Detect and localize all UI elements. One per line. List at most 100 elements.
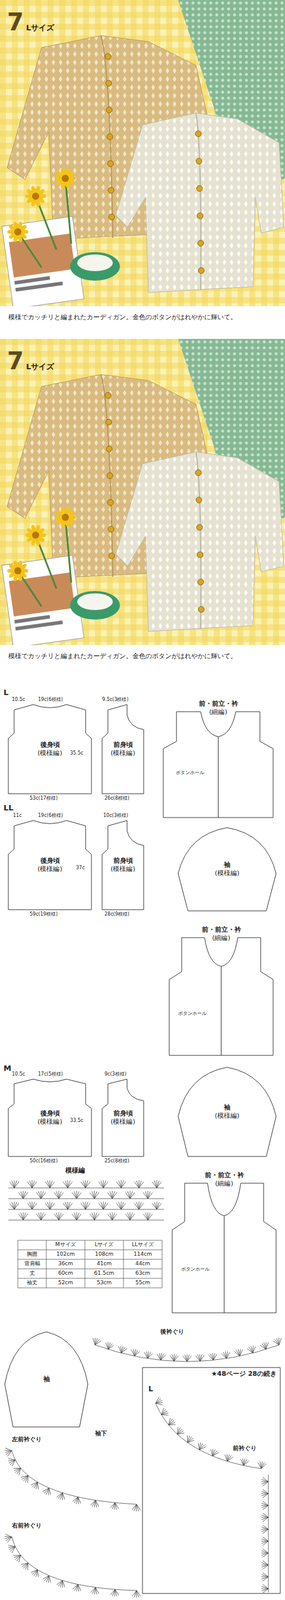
photo-part <box>115 451 284 631</box>
photo-part <box>0 338 285 670</box>
dimension-label: L <box>3 687 9 697</box>
piece-name: 後身頃 <box>40 739 60 749</box>
dimension-label: 前衿ぐり <box>232 1442 257 1450</box>
stitch-note: (模様編) <box>37 863 63 873</box>
table-cell: 胸囲 <box>17 1249 47 1256</box>
edging-chart <box>93 1335 282 1360</box>
photo-part <box>195 112 201 290</box>
piece-outline-path <box>169 936 274 1054</box>
stitch-note: (模様編) <box>110 1116 136 1125</box>
photo-part <box>195 496 202 503</box>
piece-name: 袖 <box>43 1373 50 1382</box>
photo-part <box>197 212 204 219</box>
table-cell: 背肩幅 <box>17 1258 47 1265</box>
dimension-label: 右前衿ぐり <box>11 1520 42 1528</box>
photo-part <box>15 280 63 291</box>
dimension-label: 53c(17模様) <box>29 794 58 800</box>
piece-name: 後身頃 <box>40 1107 60 1117</box>
dimension-label: 19c(6模様) <box>38 695 63 702</box>
pattern-number: 7 <box>7 346 24 375</box>
piece-outline-path <box>172 1181 277 1311</box>
piece-name: 前・前立・衿 <box>204 1169 245 1178</box>
piece-outline-path <box>4 1330 88 1425</box>
table-cell: 108cm <box>84 1249 124 1256</box>
pattern-piece: 前・前立・衿(細編) <box>163 697 274 817</box>
stitch-note: (細編) <box>209 707 228 716</box>
dimension-label: 11c <box>13 811 22 817</box>
dimension-label: Lサイズ <box>26 362 55 372</box>
piece-outline-path <box>163 710 274 817</box>
dimension-label: 左前衿ぐり <box>11 1433 42 1442</box>
photo-part <box>108 552 115 559</box>
dimension-label: 後衿ぐり <box>160 1326 185 1334</box>
table-cell: 102cm <box>46 1249 85 1256</box>
dimension-label: 10.5c <box>11 1069 25 1076</box>
pattern-piece: 袖(模様編) <box>178 826 277 910</box>
table-cell: 52cm <box>46 1277 85 1284</box>
dimension-label: 10c(3模様) <box>103 811 129 817</box>
photo-part <box>195 469 202 475</box>
photo-part <box>108 525 114 532</box>
photo-part <box>105 391 112 398</box>
dimension-label: 模様編 <box>65 1165 85 1174</box>
photo-part <box>105 80 112 87</box>
photo-part <box>61 513 69 521</box>
dimension-label: 模様でカッチリと編まれたカーディガン。金色のボタンがはれやかに輝いて。 <box>8 313 237 322</box>
piece-name: ★48ページ 28の続き <box>211 1368 277 1377</box>
pattern-piece: 後身頃(模様編) <box>8 703 92 793</box>
table-cell: 53cm <box>84 1277 124 1284</box>
dimension-label: 17c(5模様) <box>38 1069 63 1076</box>
piece-outline-path <box>8 819 92 909</box>
dimension-label: 10.5c <box>11 695 25 702</box>
table-cell: 114cm <box>123 1249 163 1256</box>
table-cell: 袖丈 <box>17 1277 47 1284</box>
photo-part <box>196 523 203 530</box>
dimension-label: 28c(9模様) <box>104 910 130 916</box>
stitch-note: (模様編) <box>214 868 240 877</box>
dimension-label: 35.5c <box>70 749 84 755</box>
piece-outline-path <box>102 819 144 909</box>
piece-name: 前・前立・衿 <box>198 698 239 708</box>
dimension-label: 9.5c(3模様) <box>102 695 129 702</box>
photo-part <box>14 566 22 574</box>
photo-part <box>197 551 204 557</box>
dimension-label: LL <box>3 802 14 812</box>
photo-part <box>195 130 202 137</box>
photo-part <box>17 178 72 268</box>
piece-name: 前・前立・衿 <box>201 924 242 933</box>
stitch-note: (模様編) <box>110 748 136 757</box>
photo-part <box>197 578 204 585</box>
dimension-label: 26c(8模様) <box>104 794 130 800</box>
note-box: ★48ページ 28の続き <box>142 1365 281 1592</box>
photo-part <box>107 160 114 167</box>
table-cell: 63cm <box>123 1268 163 1275</box>
pattern-piece: 前身頃(模様編) <box>102 819 144 909</box>
table-cell: 55cm <box>123 1277 163 1284</box>
photo-part <box>108 187 114 193</box>
photo-part <box>108 213 115 220</box>
dimension-label: ボタンホール <box>175 768 205 775</box>
edging-chart <box>4 1445 141 1510</box>
piece-outline <box>172 1168 277 1311</box>
dimension-label: 33.5c <box>70 1116 84 1122</box>
photo-part <box>107 498 114 505</box>
dimension-label: ボタンホール <box>178 1009 207 1015</box>
photo-part <box>77 592 113 610</box>
piece-outline-path <box>142 1365 281 1592</box>
dimension-label: 37c <box>76 863 85 870</box>
photo-part <box>14 275 50 284</box>
piece-outline-path <box>102 1077 144 1155</box>
pattern-piece: 袖 <box>4 1330 88 1425</box>
piece-name: 前身頃 <box>113 855 133 864</box>
piece-name: 袖 <box>223 1102 231 1111</box>
piece-outline <box>142 1365 281 1592</box>
piece-outline-path <box>8 1077 92 1155</box>
photo-part <box>100 35 113 238</box>
photo-part <box>195 157 202 164</box>
pattern-piece: 前・前立・衿(細編) <box>169 923 274 1054</box>
table-cell: 44cm <box>123 1258 163 1265</box>
dimension-label: 25c(8模様) <box>104 1156 130 1162</box>
photo-part <box>100 374 113 576</box>
photo-part <box>105 418 112 425</box>
